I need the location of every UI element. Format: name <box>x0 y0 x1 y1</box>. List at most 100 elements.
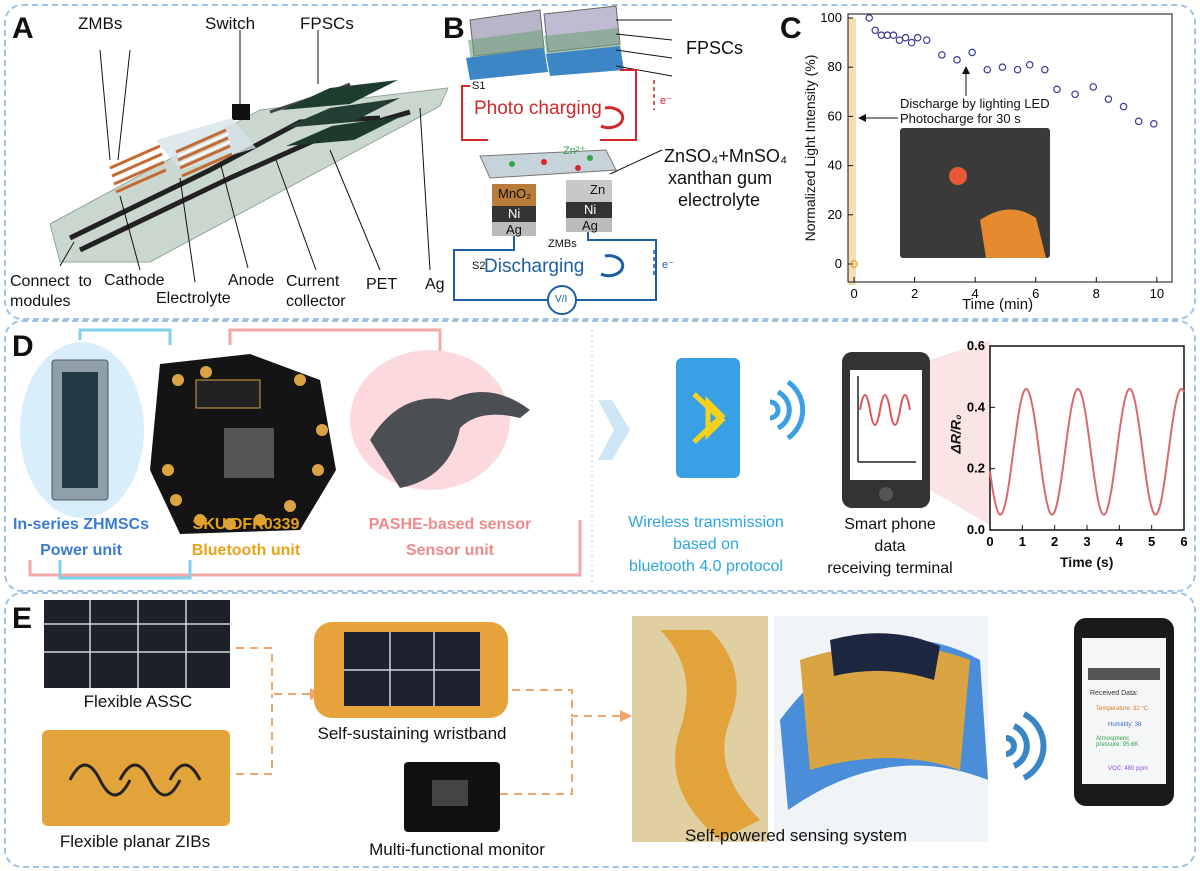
y-tick-label: 0.0 <box>967 522 985 537</box>
x-tick-label: 6 <box>1180 534 1187 549</box>
label-electrolyte: Electrolyte <box>156 290 231 307</box>
panel-d-border <box>4 320 1196 592</box>
led-glow <box>949 167 967 185</box>
label-ag-a: Ag <box>425 276 445 293</box>
unit1-role: Power unit <box>40 542 122 559</box>
label-ag-left: Ag <box>506 222 522 237</box>
label-wristband: Self-sustaining wristband <box>317 724 507 743</box>
annotation-arrowhead-photocharge <box>858 114 866 122</box>
chart-d-xlabel: Time (s) <box>1060 554 1114 570</box>
label-fpscs-a: FPSCs <box>300 14 354 33</box>
x-tick-label: 1 <box>1019 534 1026 549</box>
phone-pressure: Atmospheric pressure: 95.6K <box>1096 736 1139 748</box>
x-tick-label: 4 <box>972 286 979 301</box>
y-tick-label: 60 <box>828 108 842 123</box>
y-tick-label: 0.6 <box>967 338 985 353</box>
data-point <box>1150 119 1158 128</box>
flexible-zibs-photo <box>42 730 230 826</box>
label-ag-right: Ag <box>582 218 598 233</box>
phone-voc: VOC: 480 ppm <box>1108 766 1148 772</box>
phone-line1: Smart phone <box>844 516 936 533</box>
panel-a-device-illustration <box>49 30 449 283</box>
label-assc: Flexible ASSC <box>83 692 193 711</box>
chart-d-series-line <box>989 387 1185 516</box>
unit3-name: PASHE-based sensor <box>368 516 532 533</box>
data-point <box>871 26 880 35</box>
panel-label-c: C <box>780 12 802 45</box>
chart-c-frame <box>847 13 1173 283</box>
data-point <box>1071 90 1079 99</box>
wireless-line1: Wireless transmission <box>628 514 784 531</box>
data-point <box>865 14 873 22</box>
label-photo-charging: Photo charging <box>474 98 602 119</box>
label-discharging: Discharging <box>484 256 585 277</box>
label-electrolyte-b1: ZnSO₄+MnSO₄ <box>664 146 788 166</box>
label-zn: Zn <box>590 182 606 197</box>
y-tick-label: 40 <box>828 158 842 173</box>
data-point <box>913 33 922 42</box>
unit2-role: Bluetooth unit <box>191 542 301 559</box>
label-eminus-top: e⁻ <box>660 95 672 107</box>
x-tick-label: 0 <box>850 286 857 301</box>
label-fpscs-b: FPSCs <box>686 38 744 58</box>
data-point <box>901 33 910 42</box>
x-tick-label: 6 <box>1032 286 1039 301</box>
phone-humidity: Humidity: 38 <box>1108 722 1142 728</box>
x-tick-label: 4 <box>1116 534 1124 549</box>
label-zn2: Zn²⁺ <box>563 145 586 157</box>
x-tick-label: 0 <box>986 534 993 549</box>
y-tick-label: 80 <box>828 59 842 74</box>
label-mno2: MnO₂ <box>498 186 532 201</box>
x-tick-label: 2 <box>1051 534 1058 549</box>
panel-label-e: E <box>12 602 33 635</box>
label-ni-right: Ni <box>584 202 597 217</box>
data-point <box>1104 95 1113 103</box>
data-point <box>889 31 898 40</box>
label-sensing-system: Self-powered sensing system <box>684 826 908 845</box>
data-point <box>1119 102 1128 111</box>
y-tick-label: 0.2 <box>967 461 985 476</box>
label-electrolyte-b2: xanthan gum <box>668 168 773 188</box>
label-s2: S2 <box>472 260 486 272</box>
x-tick-label: 5 <box>1148 534 1155 549</box>
data-point <box>998 63 1007 71</box>
chart-c-xlabel: Time (min) <box>962 296 1034 313</box>
data-point <box>938 51 946 59</box>
photocharge-band <box>848 18 856 285</box>
wifi-icon-d <box>769 379 806 441</box>
data-point <box>953 56 961 64</box>
phone-received: Received Data: <box>1090 690 1138 697</box>
data-point <box>907 38 916 47</box>
label-current-collector: Current collector <box>286 273 346 310</box>
label-switch: Switch <box>205 14 256 33</box>
chart-c-photo-finger <box>980 209 1046 258</box>
panel-label-a: A <box>12 12 34 45</box>
label-cathode: Cathode <box>104 272 165 289</box>
x-tick-label: 8 <box>1093 286 1100 301</box>
data-point <box>1041 65 1049 74</box>
flexible-assc-photo <box>44 600 230 688</box>
label-ni-left: Ni <box>508 206 521 221</box>
label-zmbs-b: ZMBs <box>548 238 577 250</box>
data-point <box>1089 83 1098 91</box>
panel-e-border <box>4 592 1196 868</box>
label-eminus-bottom: e⁻ <box>662 259 674 271</box>
label-zmbs: ZMBs <box>78 14 123 33</box>
unit2-name: SKU DFR0339 <box>192 516 300 533</box>
data-point <box>968 48 976 57</box>
annotation-discharge: Discharge by lighting LED <box>900 96 1050 111</box>
label-meter: V/I <box>555 294 568 305</box>
unit3-role: Sensor unit <box>405 542 494 559</box>
x-tick-label: 10 <box>1150 286 1164 301</box>
data-point <box>850 260 858 268</box>
label-monitor: Multi-functional monitor <box>369 840 545 859</box>
chart-d-frame <box>989 345 1185 531</box>
panel-label-d: D <box>12 330 34 363</box>
y-tick-label: 0.4 <box>967 399 986 414</box>
unit1-name: In-series ZHMSCs <box>12 516 150 533</box>
phone-line3: receiving terminal <box>827 560 953 577</box>
phone-line2: data <box>874 538 906 555</box>
data-point <box>1025 60 1034 69</box>
